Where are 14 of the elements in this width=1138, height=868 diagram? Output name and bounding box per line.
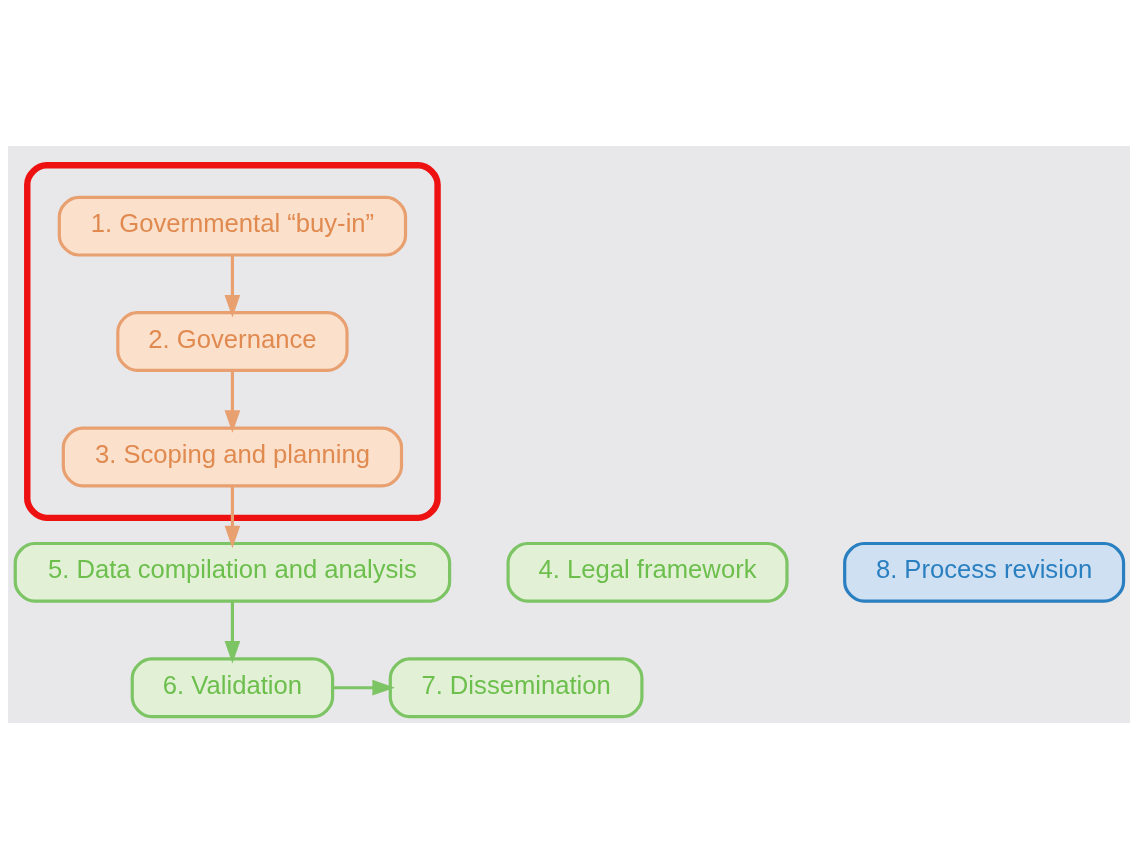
node-box: 7. Dissemination	[388, 656, 644, 718]
arrow	[332, 679, 395, 696]
arrow	[224, 485, 241, 548]
node-box: 8. Process revision	[843, 541, 1126, 603]
arrow	[224, 370, 241, 433]
node-box: 5. Data compilation and analysis	[13, 541, 452, 603]
cluster	[24, 161, 441, 521]
node-box: 1. Governmental “buy-in”	[57, 195, 408, 257]
arrow	[224, 601, 241, 664]
node-box: 4. Legal framework	[506, 541, 789, 603]
node-box: 6. Validation	[130, 656, 335, 718]
arrow	[224, 254, 241, 317]
node-box: 2. Governance	[116, 310, 349, 372]
node-box: 3. Scoping and planning	[61, 426, 404, 487]
